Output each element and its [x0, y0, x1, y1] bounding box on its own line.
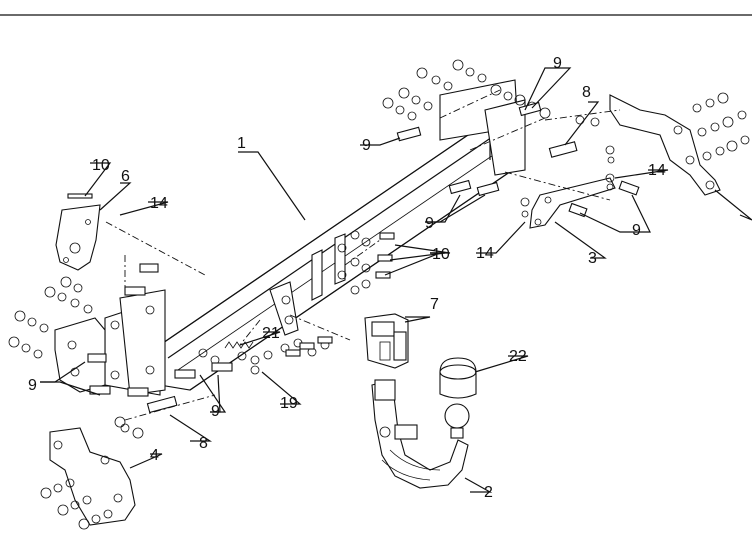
label-part-9-right: 9	[632, 222, 641, 239]
part-number-labels: 1 2 3 4 6 7 8 8 9 9 9 9 9 9 10 10 14 14 …	[28, 55, 666, 501]
label-part-9-center: 9	[425, 215, 434, 232]
label-part-22: 22	[509, 348, 527, 365]
label-part-19: 19	[280, 395, 298, 412]
tow-ball-neck-part-2	[371, 379, 470, 489]
label-part-7: 7	[430, 296, 439, 313]
bolts	[67, 101, 640, 414]
label-part-6: 6	[121, 168, 130, 185]
label-part-8-upper: 8	[582, 84, 591, 101]
nut-washer-clusters	[8, 59, 750, 530]
right-bar-plate	[439, 79, 526, 176]
label-part-9-left: 9	[28, 377, 37, 394]
label-part-10-top: 10	[92, 157, 110, 174]
assembly-lines	[105, 89, 621, 421]
right-small-bracket-part-3	[529, 177, 616, 229]
label-part-10-center: 10	[432, 246, 450, 263]
label-part-1: 1	[237, 135, 246, 152]
label-part-14-center: 14	[476, 245, 494, 262]
bracket-plate-part-6	[55, 204, 101, 271]
ball-cover-part-22	[439, 357, 477, 399]
label-part-9-lower: 9	[211, 403, 220, 420]
label-part-2: 2	[484, 484, 493, 501]
center-socket-brackets	[269, 233, 346, 336]
label-part-9-top-left: 9	[362, 137, 371, 154]
label-part-9-top-right: 9	[553, 55, 562, 72]
right-side-bracket	[609, 94, 721, 196]
leader-lines	[40, 67, 752, 493]
label-part-3: 3	[588, 250, 597, 267]
spring-part-21	[224, 341, 254, 349]
left-bar-plate	[104, 289, 166, 396]
label-part-8-lower: 8	[199, 435, 208, 452]
electrical-socket-part-7	[364, 313, 409, 369]
label-part-4: 4	[150, 447, 159, 464]
label-part-14-left: 14	[150, 195, 168, 212]
label-part-21: 21	[262, 325, 280, 342]
left-side-bracket-part-4	[49, 427, 136, 526]
label-part-14-right: 14	[648, 162, 666, 179]
